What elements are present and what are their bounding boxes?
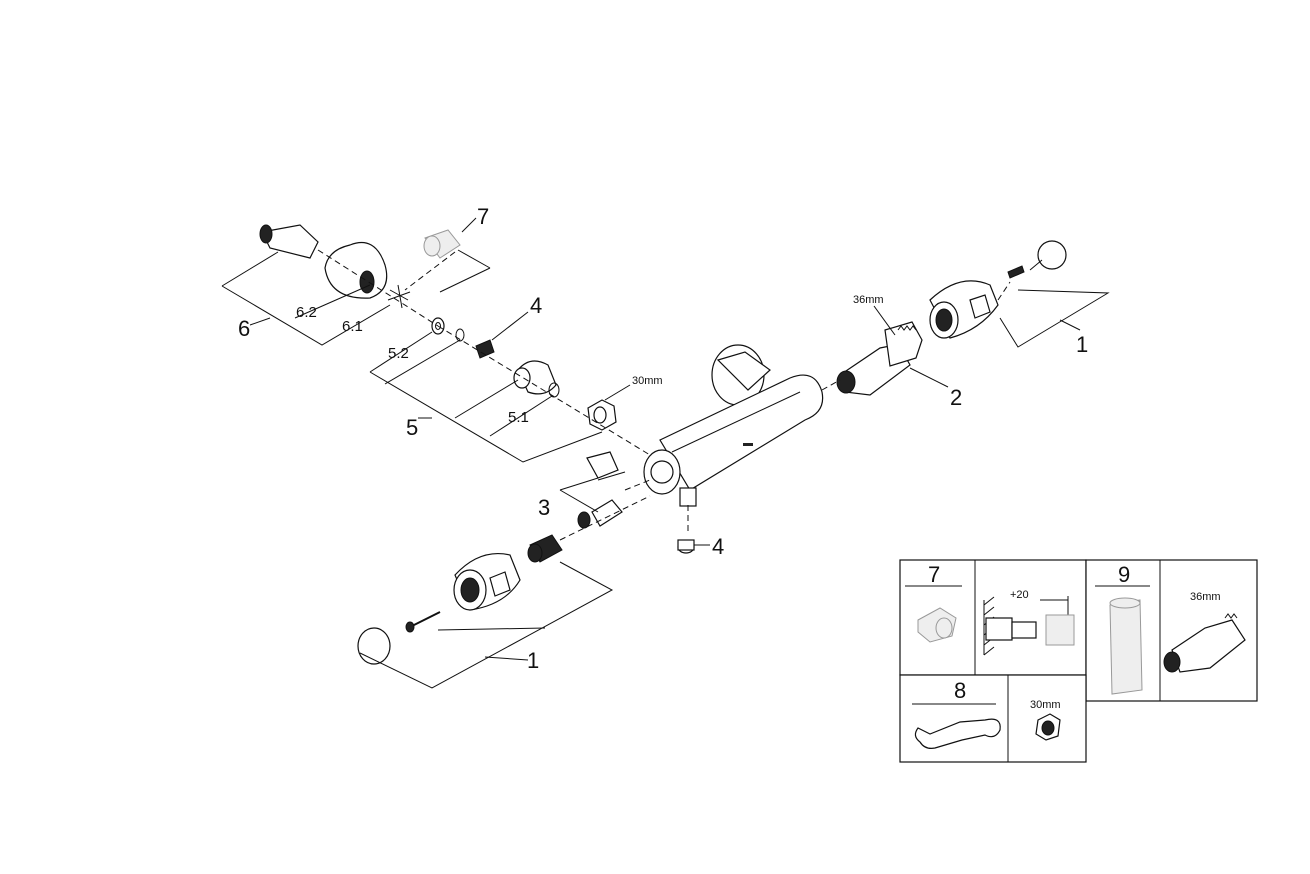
callout-leaders [221,217,1110,689]
legend-9-tube-tool [1109,597,1143,695]
callout-4-top: 4 [530,293,542,318]
elbow-fitting [513,360,557,395]
callout-labels: 1 2 1 3 4 4 5 5.1 5.2 6 6.1 6.2 7 36mm 3… [238,204,1088,673]
legend-7-part [917,607,957,643]
legend-7-label: 7 [928,562,940,587]
flange-6-1 [324,241,388,299]
callout-2: 2 [950,385,962,410]
cap-left [357,627,391,665]
callout-1-right: 1 [1076,332,1088,357]
clip-part-3 [586,451,626,481]
callout-6: 6 [238,316,250,341]
callout-5: 5 [406,415,418,440]
callout-7: 7 [477,204,489,229]
ghost-part-7 [423,229,461,259]
insert-part-4-bottom [677,539,695,554]
adapter-part-4 [475,339,495,359]
callout-3: 3 [538,495,550,520]
clip-spring [387,284,411,309]
legend-36mm: 36mm [1190,591,1221,603]
callout-6-1: 6.1 [342,318,363,335]
assembly-lines [317,249,1011,541]
legend-8-label: 8 [954,678,966,703]
spline-adapter-left [527,534,563,563]
callout-4-bottom: 4 [712,534,724,559]
legend-8-wrench [914,718,1001,749]
handle-left [453,552,521,611]
legend-8-nut [1035,713,1061,741]
o-ring-5-2 [455,328,465,342]
thermostat-body [643,344,824,507]
tools-legend-panel: 7 +20 9 36mm [899,559,1258,763]
dimension-36mm: 36mm [853,294,884,306]
legend-30mm: 30mm [1030,699,1061,711]
o-ring-5-1 [548,382,560,398]
legend-9-label: 9 [1118,562,1130,587]
legend-extension: +20 [1010,589,1029,601]
callout-5-1: 5.1 [508,409,529,426]
callout-5-2: 5.2 [388,345,409,362]
wall-union-6-2 [259,224,319,259]
screw-left [405,611,441,633]
nut-30mm [587,399,617,431]
cartridge-right [836,321,923,396]
dimension-30mm: 30mm [632,375,663,387]
cap-right [1007,240,1067,279]
callout-6-2: 6.2 [296,304,317,321]
handle-right [929,280,999,339]
callout-1-left: 1 [527,648,539,673]
legend-extension-fitting [985,614,1075,646]
legend-9-cartridge [1163,613,1246,673]
